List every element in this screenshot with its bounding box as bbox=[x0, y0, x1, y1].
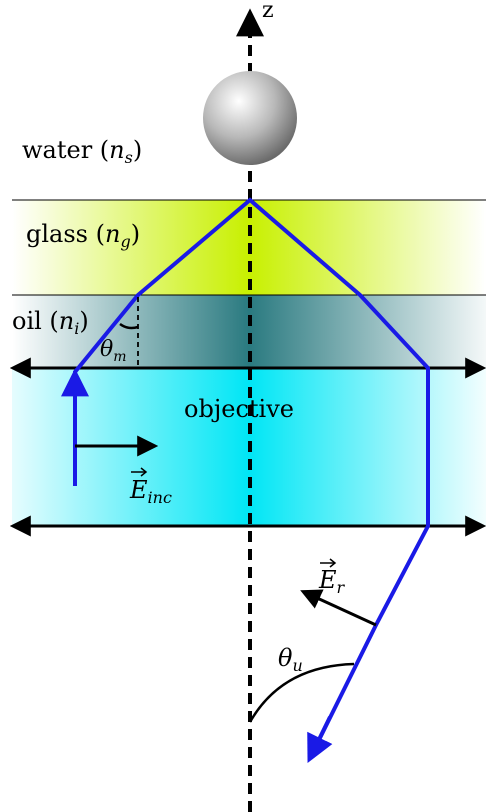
ray-exit-arrow bbox=[307, 716, 333, 764]
z-axis-label: z bbox=[262, 0, 274, 23]
objective-label: objective bbox=[184, 395, 294, 423]
e-inc-label: Einc bbox=[129, 467, 172, 507]
theta-m-arc bbox=[119, 322, 139, 330]
oil-label: oil (ni) bbox=[12, 307, 89, 338]
theta-m-label: θm bbox=[100, 337, 127, 365]
theta-u-arc bbox=[248, 662, 355, 723]
water-label: water (ns) bbox=[22, 136, 142, 167]
light-ray bbox=[73, 197, 430, 759]
theta-u-label: θu bbox=[278, 644, 303, 675]
e-r-label: Er bbox=[318, 558, 346, 597]
svg-text:Einc: Einc bbox=[129, 476, 172, 507]
glass-label: glass (ng) bbox=[26, 220, 140, 251]
bead bbox=[203, 71, 297, 165]
svg-text:Er: Er bbox=[318, 566, 346, 597]
e-r-vector bbox=[300, 589, 377, 627]
